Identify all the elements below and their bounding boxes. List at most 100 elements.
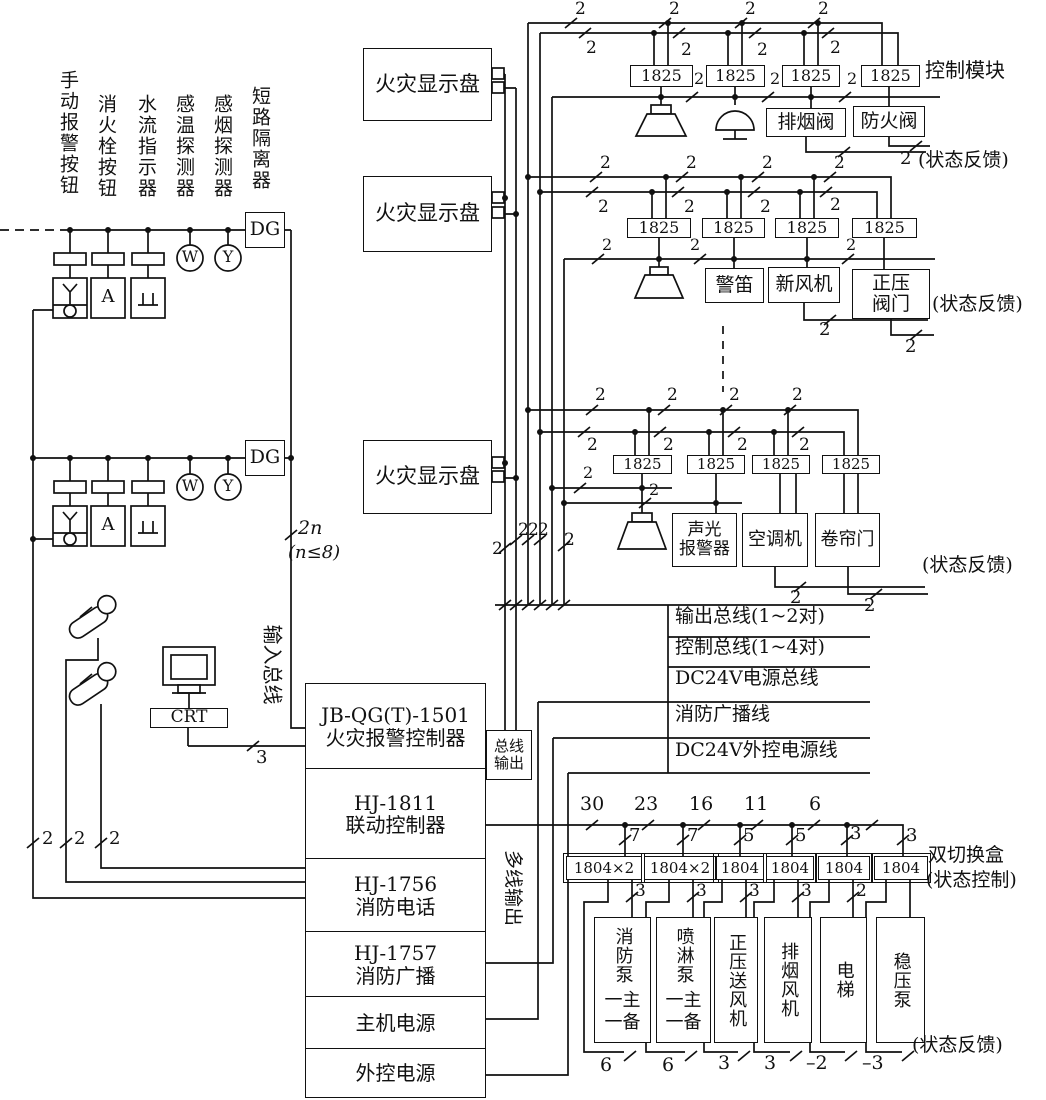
label-control-module: 控制模块 [925,58,1005,82]
bus-output-box-label: 总线 [493,737,524,756]
controller-jb-qg-1501-label: JB-QG(T)-1501 [321,703,470,728]
device-stabilize-pump-label: 稳压泵 [890,951,912,1009]
controller-hj-1757-label: HJ-1757 [353,941,438,966]
fire-display-panel-1: 火灾显示盘 [363,48,492,121]
label-n-max: (n≤8) [288,542,341,563]
fire-display-panel-3: 火灾显示盘 [363,440,492,514]
device-smoke-exhaust-valve: 排烟阀 [766,108,846,137]
switch-box-1804x2-1: 1804×2 [562,852,646,884]
wire-count-6: 6 [809,793,822,815]
wire-label: 2 [790,587,802,608]
wire-label: 3 [764,1052,777,1074]
module-1825-r1-4-label: 1825 [870,66,911,86]
device-elevator-label: 电梯 [833,961,855,999]
device-sprinkler-pump-label: 喷淋泵 [673,926,695,984]
wire-label: 3 [718,1052,731,1074]
wire-label-trunk-5: 2 [564,530,575,550]
module-1825-r2-4: 1825 [852,218,917,238]
wire-label: 2 [905,336,917,357]
controller-hj-1757-label: 消防广播 [355,963,436,988]
module-1825-r1-3-label: 1825 [790,66,832,86]
label-water-flow-indicator: 水流指示器 [134,94,157,199]
isolator-dg-1: DG [245,212,285,248]
wire-label: 2 [799,435,810,455]
wire-label: 2 [745,0,756,19]
wire-label: 2 [900,148,912,169]
wire-label: 2 [762,153,773,173]
wire-count-11: 11 [744,793,769,815]
module-1825-r1-1-label: 1825 [641,66,682,86]
module-1825-r2-3-label: 1825 [786,218,828,238]
switch-box-1804-5: 1804 [814,852,874,884]
wire-label: 2 [598,197,609,217]
device-fire-damper-label: 防火阀 [860,109,918,132]
label-control-bus: 控制总线(1~4对) [675,636,825,658]
device-audible-visual-alarm-label: 报警器 [679,539,730,559]
symbol-letter-a-2: A [101,514,115,535]
module-1825-r2-2-label: 1825 [713,218,754,238]
wire-label: 2 [737,435,748,455]
wire-label: 2 [575,0,586,19]
module-1825-r3-1-label: 1825 [623,455,662,474]
controller-hj-1756-label: 消防电话 [355,894,436,919]
module-1825-r2-1-label: 1825 [638,218,680,238]
device-smoke-exhaust-valve-label: 排烟阀 [777,110,835,133]
wire-label: 2 [586,38,597,58]
external-power-label: 外控电源 [355,1060,436,1085]
bus-output-box-label: 输出 [493,754,524,772]
wire-label: 2 [856,881,867,901]
wire-label: 2 [663,435,674,455]
device-pressurize-fan: 正压送风机 [714,917,758,1043]
module-1825-r2-1: 1825 [627,218,691,238]
wire-label: 2 [847,69,858,88]
device-fresh-air-fan: 新风机 [768,267,840,303]
external-power: 外控电源 [305,1048,486,1098]
device-positive-pressure-valve: 正压阀门 [852,269,930,319]
wire-label: 2 [694,69,705,88]
label-dc24v-ext-power-line: DC24V外控电源线 [675,739,838,761]
wire-label: 2 [830,195,841,215]
wire-label: 2 [818,0,829,19]
device-positive-pressure-valve-label: 阀门 [871,293,910,315]
label-status-feedback-3: (状态反馈) [922,554,1013,576]
wire-label: 2 [681,40,692,60]
wire-label: 6 [662,1054,675,1076]
wire-count-23: 23 [634,793,659,815]
module-1825-r2-2: 1825 [702,218,765,238]
label-output-bus: 输出总线(1~2对) [675,605,825,627]
wire-label: 2 [792,385,803,405]
wire-label: 2 [600,153,611,173]
wire-label: 2 [669,0,680,19]
isolator-dg-2-label: DG [249,446,281,469]
device-pressurize-fan-label: 正压送风机 [726,932,748,1028]
wire-label: 2 [819,319,831,340]
wire-count-30: 30 [580,793,605,815]
label-hydrant-button: 消火栓按钮 [94,94,117,199]
device-audible-visual-alarm-label: 声光 [687,519,722,540]
module-1825-r1-4: 1825 [861,65,920,87]
wire-label-trunk-3: 2 [528,520,539,540]
label-multiline-output: 多线输出 [501,849,524,926]
wire-label: 2 [649,480,660,499]
module-1825-r1-2: 1825 [706,65,765,87]
switch-box-1804-3-label: 1804 [720,858,760,877]
device-sprinkler-pump-sub: 一备 [665,1012,702,1033]
symbol-letter-y-2: Y [222,476,234,495]
symbol-letter-w-2: W [181,476,199,495]
crt-label-box: CRT [150,708,228,728]
device-fire-damper: 防火阀 [853,106,925,137]
module-1825-r1-2-label: 1825 [715,66,756,86]
wire-label: 7 [629,825,641,846]
device-elevator: 电梯 [820,917,867,1043]
fire-display-panel-2-label: 火灾显示盘 [375,201,480,226]
module-1825-r3-2: 1825 [687,455,745,474]
device-siren: 警笛 [705,268,764,303]
switch-box-1804-5-label: 1804 [824,858,864,877]
switch-box-1804-6: 1804 [870,852,932,884]
label-fire-broadcast-line: 消防广播线 [675,703,771,725]
module-1825-r3-3-label: 1825 [761,455,801,474]
wire-label: 2 [846,235,857,254]
